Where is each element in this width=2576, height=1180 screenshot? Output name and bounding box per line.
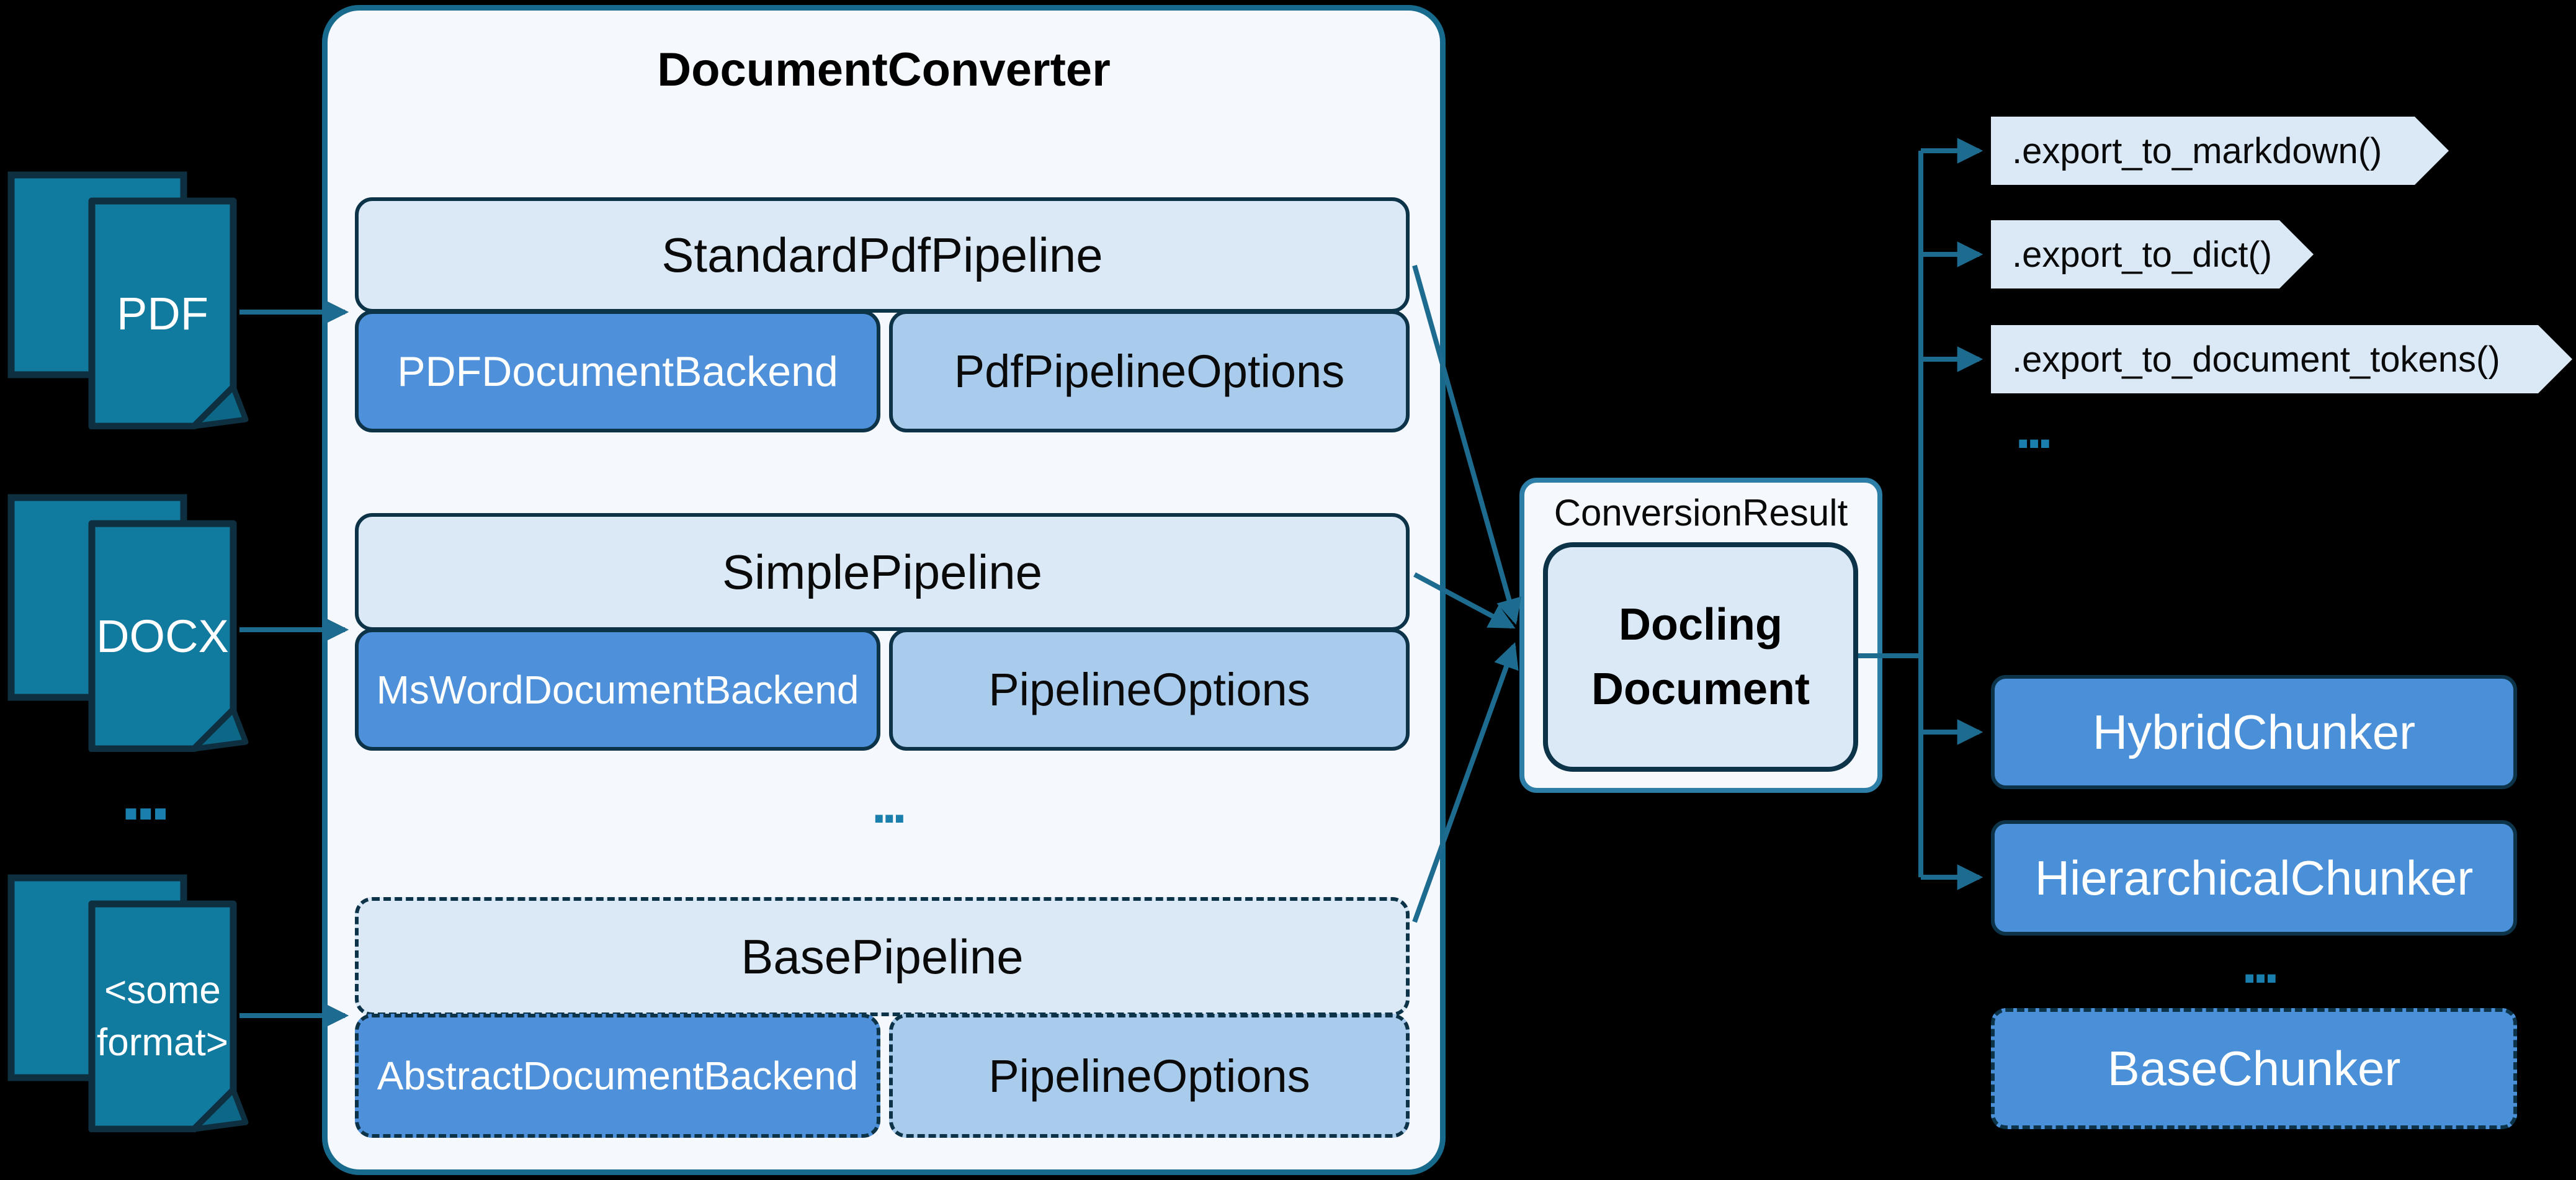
export-to-dict-tag: .export_to_dict() — [1991, 220, 2314, 288]
export-to-document-tokens-tag: .export_to_document_tokens() — [1991, 325, 2572, 393]
pdf-document-icon: PDF — [5, 169, 253, 430]
chunker-label: BaseChunker — [2107, 1041, 2401, 1096]
pipeline-options-box: PipelineOptions — [889, 628, 1410, 751]
options-name: PipelineOptions — [988, 1050, 1310, 1102]
abstract-document-backend-box: AbstractDocumentBackend — [355, 1014, 880, 1138]
chunkers-ellipsis: ... — [2242, 933, 2279, 995]
stacked-pages-icon — [7, 171, 249, 430]
pipeline-name: BasePipeline — [741, 929, 1024, 984]
inputs-ellipsis: ... — [120, 753, 171, 836]
chunker-label: HybridChunker — [2092, 704, 2416, 759]
base-pipeline-options-box: PipelineOptions — [889, 1014, 1410, 1138]
base-chunker-box: BaseChunker — [1991, 1008, 2517, 1129]
base-pipeline-box: BasePipeline — [355, 897, 1410, 1016]
exports-ellipsis: ... — [2015, 398, 2053, 460]
pdf-pipeline-options-box: PdfPipelineOptions — [889, 310, 1410, 432]
some-format-document-icon: <some format> — [5, 872, 253, 1133]
pdf-label: PDF — [117, 288, 208, 339]
docx-label: DOCX — [96, 610, 229, 662]
options-name: PipelineOptions — [988, 664, 1310, 715]
backend-name: MsWordDocumentBackend — [376, 667, 859, 712]
export-method-label: .export_to_document_tokens() — [2012, 339, 2500, 380]
stacked-pages-icon — [7, 874, 249, 1133]
export-method-label: .export_to_markdown() — [2012, 130, 2382, 171]
export-method-label: .export_to_dict() — [2012, 234, 2273, 275]
pipeline-name: SimplePipeline — [722, 544, 1042, 599]
chunker-label: HierarchicalChunker — [2034, 850, 2474, 905]
backend-name: AbstractDocumentBackend — [377, 1053, 859, 1098]
docling-document-box: Docling Document — [1543, 542, 1858, 772]
simple-pipeline-box: SimplePipeline — [355, 513, 1410, 631]
some-format-label: <some format> — [97, 968, 228, 1064]
conversion-result-label: ConversionResult — [1554, 492, 1848, 534]
msword-document-backend-box: MsWordDocumentBackend — [355, 628, 880, 751]
stacked-pages-icon — [7, 494, 249, 753]
hybrid-chunker-box: HybridChunker — [1991, 675, 2517, 789]
options-name: PdfPipelineOptions — [954, 346, 1345, 397]
standard-pdf-pipeline-box: StandardPdfPipeline — [355, 197, 1410, 313]
pipelines-ellipsis: ... — [872, 775, 907, 834]
export-to-markdown-tag: .export_to_markdown() — [1991, 117, 2449, 185]
docx-document-icon: DOCX — [5, 491, 253, 753]
hierarchical-chunker-box: HierarchicalChunker — [1991, 820, 2517, 936]
document-converter-title: DocumentConverter — [657, 43, 1111, 96]
pipeline-name: StandardPdfPipeline — [661, 227, 1103, 282]
conversion-result-box: ConversionResult Docling Document — [1519, 478, 1882, 793]
backend-name: PDFDocumentBackend — [397, 347, 838, 395]
pdf-document-backend-box: PDFDocumentBackend — [355, 310, 880, 432]
